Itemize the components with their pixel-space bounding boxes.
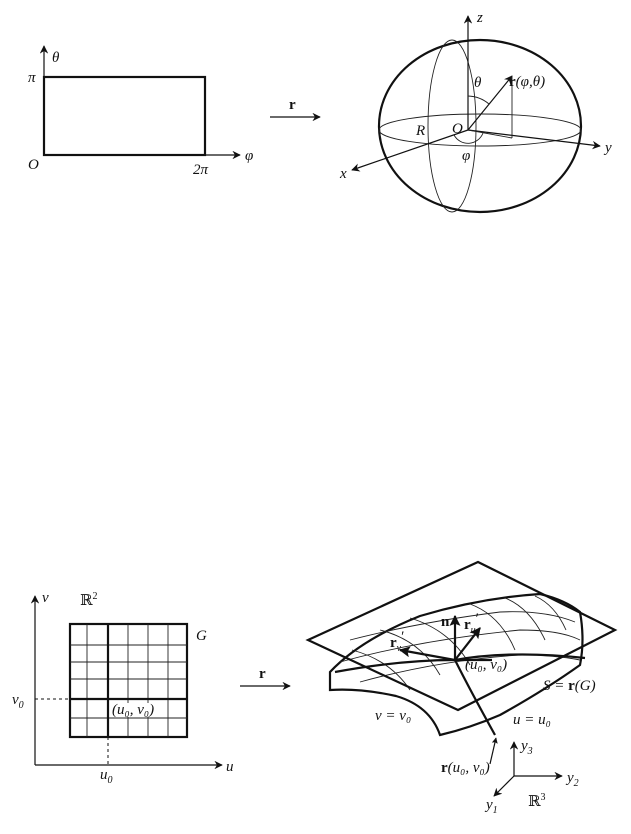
radius-label: R [415,123,425,139]
point-u0v0-label: (u₀, v₀) [112,702,154,718]
tangent-vector-rv [398,646,456,662]
tangent-plane [305,560,618,712]
y2-axis-label: y2 [565,770,579,789]
u-axis-label: u [226,759,234,775]
sphere-origin-label: O [452,121,463,137]
curve-u-equals-u0 [454,659,496,736]
origin-label: O [28,157,39,173]
phi-angle-label: φ [462,148,470,164]
domain-grid-lines [70,624,187,737]
position-vector-label: r(φ,θ) [509,74,545,90]
surface-S-label: S = r(G) [543,678,596,694]
image-point-label: r(u₀, v₀) [441,760,490,776]
two-pi-tick-label: 2π [193,162,209,178]
phi-angle-arc [453,132,484,144]
r2-space-label: ℝ2 [80,591,97,609]
pi-tick-label: π [28,70,36,86]
x-axis-label: x [339,166,347,182]
y1-axis-arrow [493,775,515,797]
y3-axis-label: y3 [519,738,533,757]
mapping-arrow-top: r [270,97,321,122]
v0-tick-label: v0 [12,692,24,711]
surface-diagram: n ru′ rv′ (u₀, v₀) S = r(G) v = v₀ u = u… [305,560,618,816]
domain-G-boundary [68,622,189,739]
param-grid-diagram: v u ℝ2 G v0 u0 (u₀, v₀) [12,590,234,786]
domain-G-label: G [196,628,207,644]
point-label-bg [110,703,166,717]
map-label-r: r [289,97,296,113]
surface-point-label: (u₀, v₀) [465,657,507,673]
sphere-equator [378,113,582,147]
z-axis-label: z [476,10,483,26]
phi-axis-label: φ [245,148,253,164]
u0-tick-label: u0 [100,767,113,786]
v-axis-label: v [42,590,49,606]
sphere-diagram: z x y θ r(φ,θ) R O φ [339,10,612,214]
theta-angle-label: θ [474,75,482,91]
map-label-r-bottom: r [259,666,266,682]
theta-angle-arc [467,95,490,105]
y1-axis-label: y1 [484,797,498,816]
projection-horizontal [467,129,513,139]
r3-space-label: ℝ3 [528,792,545,810]
point-pointer-arrow [489,737,498,765]
x-axis-arrow [351,129,469,172]
surface-S [328,592,584,737]
radius-vector [467,75,513,131]
mapping-arrow-bottom: r [240,666,291,691]
y-axis-label: y [603,140,612,156]
sphere-meridian [427,39,477,213]
normal-label-n: n [441,614,450,630]
tangent-vector-ru [454,627,481,661]
rv-label: rv′ [390,629,404,654]
surface-grid-lines [339,595,581,691]
param-rectangle-diagram: θ φ π O 2π [28,45,253,178]
y-axis-arrow [467,129,601,150]
v-equals-v0-label: v = v₀ [375,708,411,724]
param-domain-rectangle [42,75,207,157]
sphere-outline [377,38,583,214]
theta-axis-label: θ [52,50,60,66]
ru-label: ru′ [464,611,479,636]
u-equals-u0-label: u = u₀ [513,712,551,728]
